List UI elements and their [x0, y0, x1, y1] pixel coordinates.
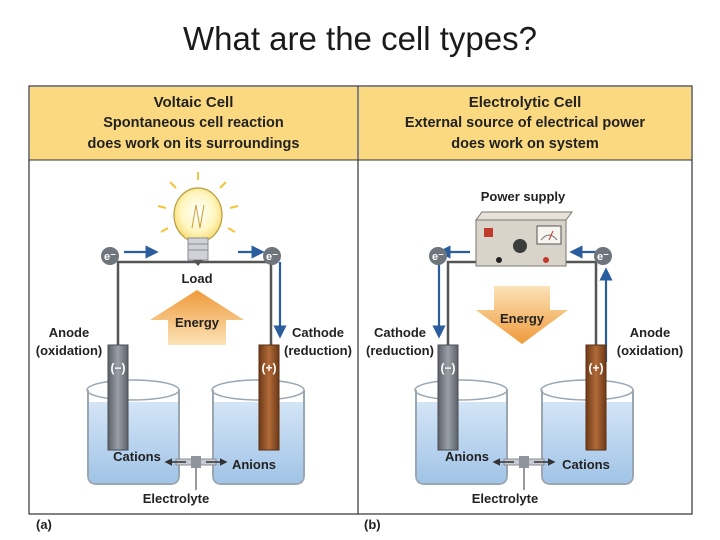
- electrolytic-cathode-label: Cathode: [374, 325, 426, 340]
- voltaic-anode-sub: (oxidation): [36, 343, 102, 358]
- electrolytic-desc-line2: does work on system: [451, 136, 599, 152]
- voltaic-cathode-label: Cathode: [292, 325, 344, 340]
- bulb-rays: [157, 172, 239, 233]
- electrolytic-cathode-electrode: [437, 344, 459, 451]
- voltaic-desc-line1: Spontaneous cell reaction: [103, 115, 284, 131]
- electrolytic-header: Electrolytic Cell External source of ele…: [359, 87, 691, 160]
- electrolytic-wire-left: [446, 260, 476, 362]
- voltaic-title: Voltaic Cell: [153, 94, 234, 111]
- figure-frame: [28, 85, 693, 515]
- electrolytic-anode-sub: (oxidation): [617, 343, 683, 358]
- voltaic-electron-badge-left: e⁻: [101, 247, 119, 265]
- electrolytic-left-beaker: [414, 379, 508, 485]
- voltaic-energy-label: Energy: [175, 315, 220, 330]
- load-label: Load: [181, 271, 212, 286]
- voltaic-desc-line2: does work on its surroundings: [87, 136, 300, 152]
- electrolytic-right-ion-label: Cations: [562, 457, 610, 472]
- electrolytic-cathode-sub: (reduction): [366, 343, 434, 358]
- power-supply-label: Power supply: [481, 189, 566, 204]
- electrolytic-electron-badge-left: e⁻: [429, 247, 447, 265]
- voltaic-right-ion-label: Anions: [232, 457, 276, 472]
- electrolytic-electron-badge-right: e⁻: [594, 247, 612, 265]
- voltaic-cathode-electrode: [258, 344, 280, 451]
- energy-down-arrow: [476, 286, 568, 344]
- voltaic-electrolyte-label: Electrolyte: [143, 491, 209, 506]
- voltaic-anode-electrode: [107, 344, 129, 451]
- electrolytic-title: Electrolytic Cell: [468, 94, 582, 111]
- voltaic-anode-sign: (−): [111, 361, 126, 375]
- electron-symbol: e⁻: [266, 251, 278, 263]
- electrolytic-cathode-sign: (−): [441, 361, 456, 375]
- electron-symbol: e⁻: [432, 251, 444, 263]
- voltaic-cathode-sub: (reduction): [284, 343, 352, 358]
- electrolytic-left-ion-label: Anions: [445, 449, 489, 464]
- electrolytic-electrolyte-label: Electrolyte: [472, 491, 538, 506]
- energy-up-arrow: [150, 290, 244, 345]
- voltaic-header: Voltaic Cell Spontaneous cell reaction d…: [30, 87, 357, 160]
- voltaic-electron-badge-right: e⁻: [263, 247, 281, 265]
- electron-symbol: e⁻: [104, 251, 116, 263]
- electrolytic-anode-label: Anode: [630, 325, 670, 340]
- voltaic-left-ion-label: Cations: [113, 449, 161, 464]
- voltaic-left-beaker: [86, 379, 180, 485]
- electron-symbol: e⁻: [597, 251, 609, 263]
- voltaic-cathode-sign: (+): [262, 361, 277, 375]
- electrolytic-energy-label: Energy: [500, 311, 545, 326]
- electrolytic-cell-diagram: Power supply e⁻ e⁻ Energy: [364, 189, 683, 532]
- electrolytic-anode-sign: (+): [589, 361, 604, 375]
- light-bulb-icon: [173, 187, 223, 266]
- voltaic-bridge-plug: [191, 456, 201, 468]
- voltaic-anode-label: Anode: [49, 325, 89, 340]
- slide-title: What are the cell types?: [182, 20, 537, 57]
- panel-b-tag: (b): [364, 517, 381, 532]
- power-supply-icon: [475, 211, 573, 267]
- panel-a-tag: (a): [36, 517, 52, 532]
- voltaic-cell-diagram: Load e⁻ e⁻ Energy Anode (oxidation) Cath…: [36, 172, 352, 532]
- voltaic-wire: [116, 260, 273, 362]
- electrolytic-wire-right: [566, 260, 598, 362]
- electrolytic-bridge-plug: [519, 456, 529, 468]
- electrolytic-desc-line1: External source of electrical power: [404, 115, 646, 131]
- electrolytic-anode-electrode: [585, 344, 607, 451]
